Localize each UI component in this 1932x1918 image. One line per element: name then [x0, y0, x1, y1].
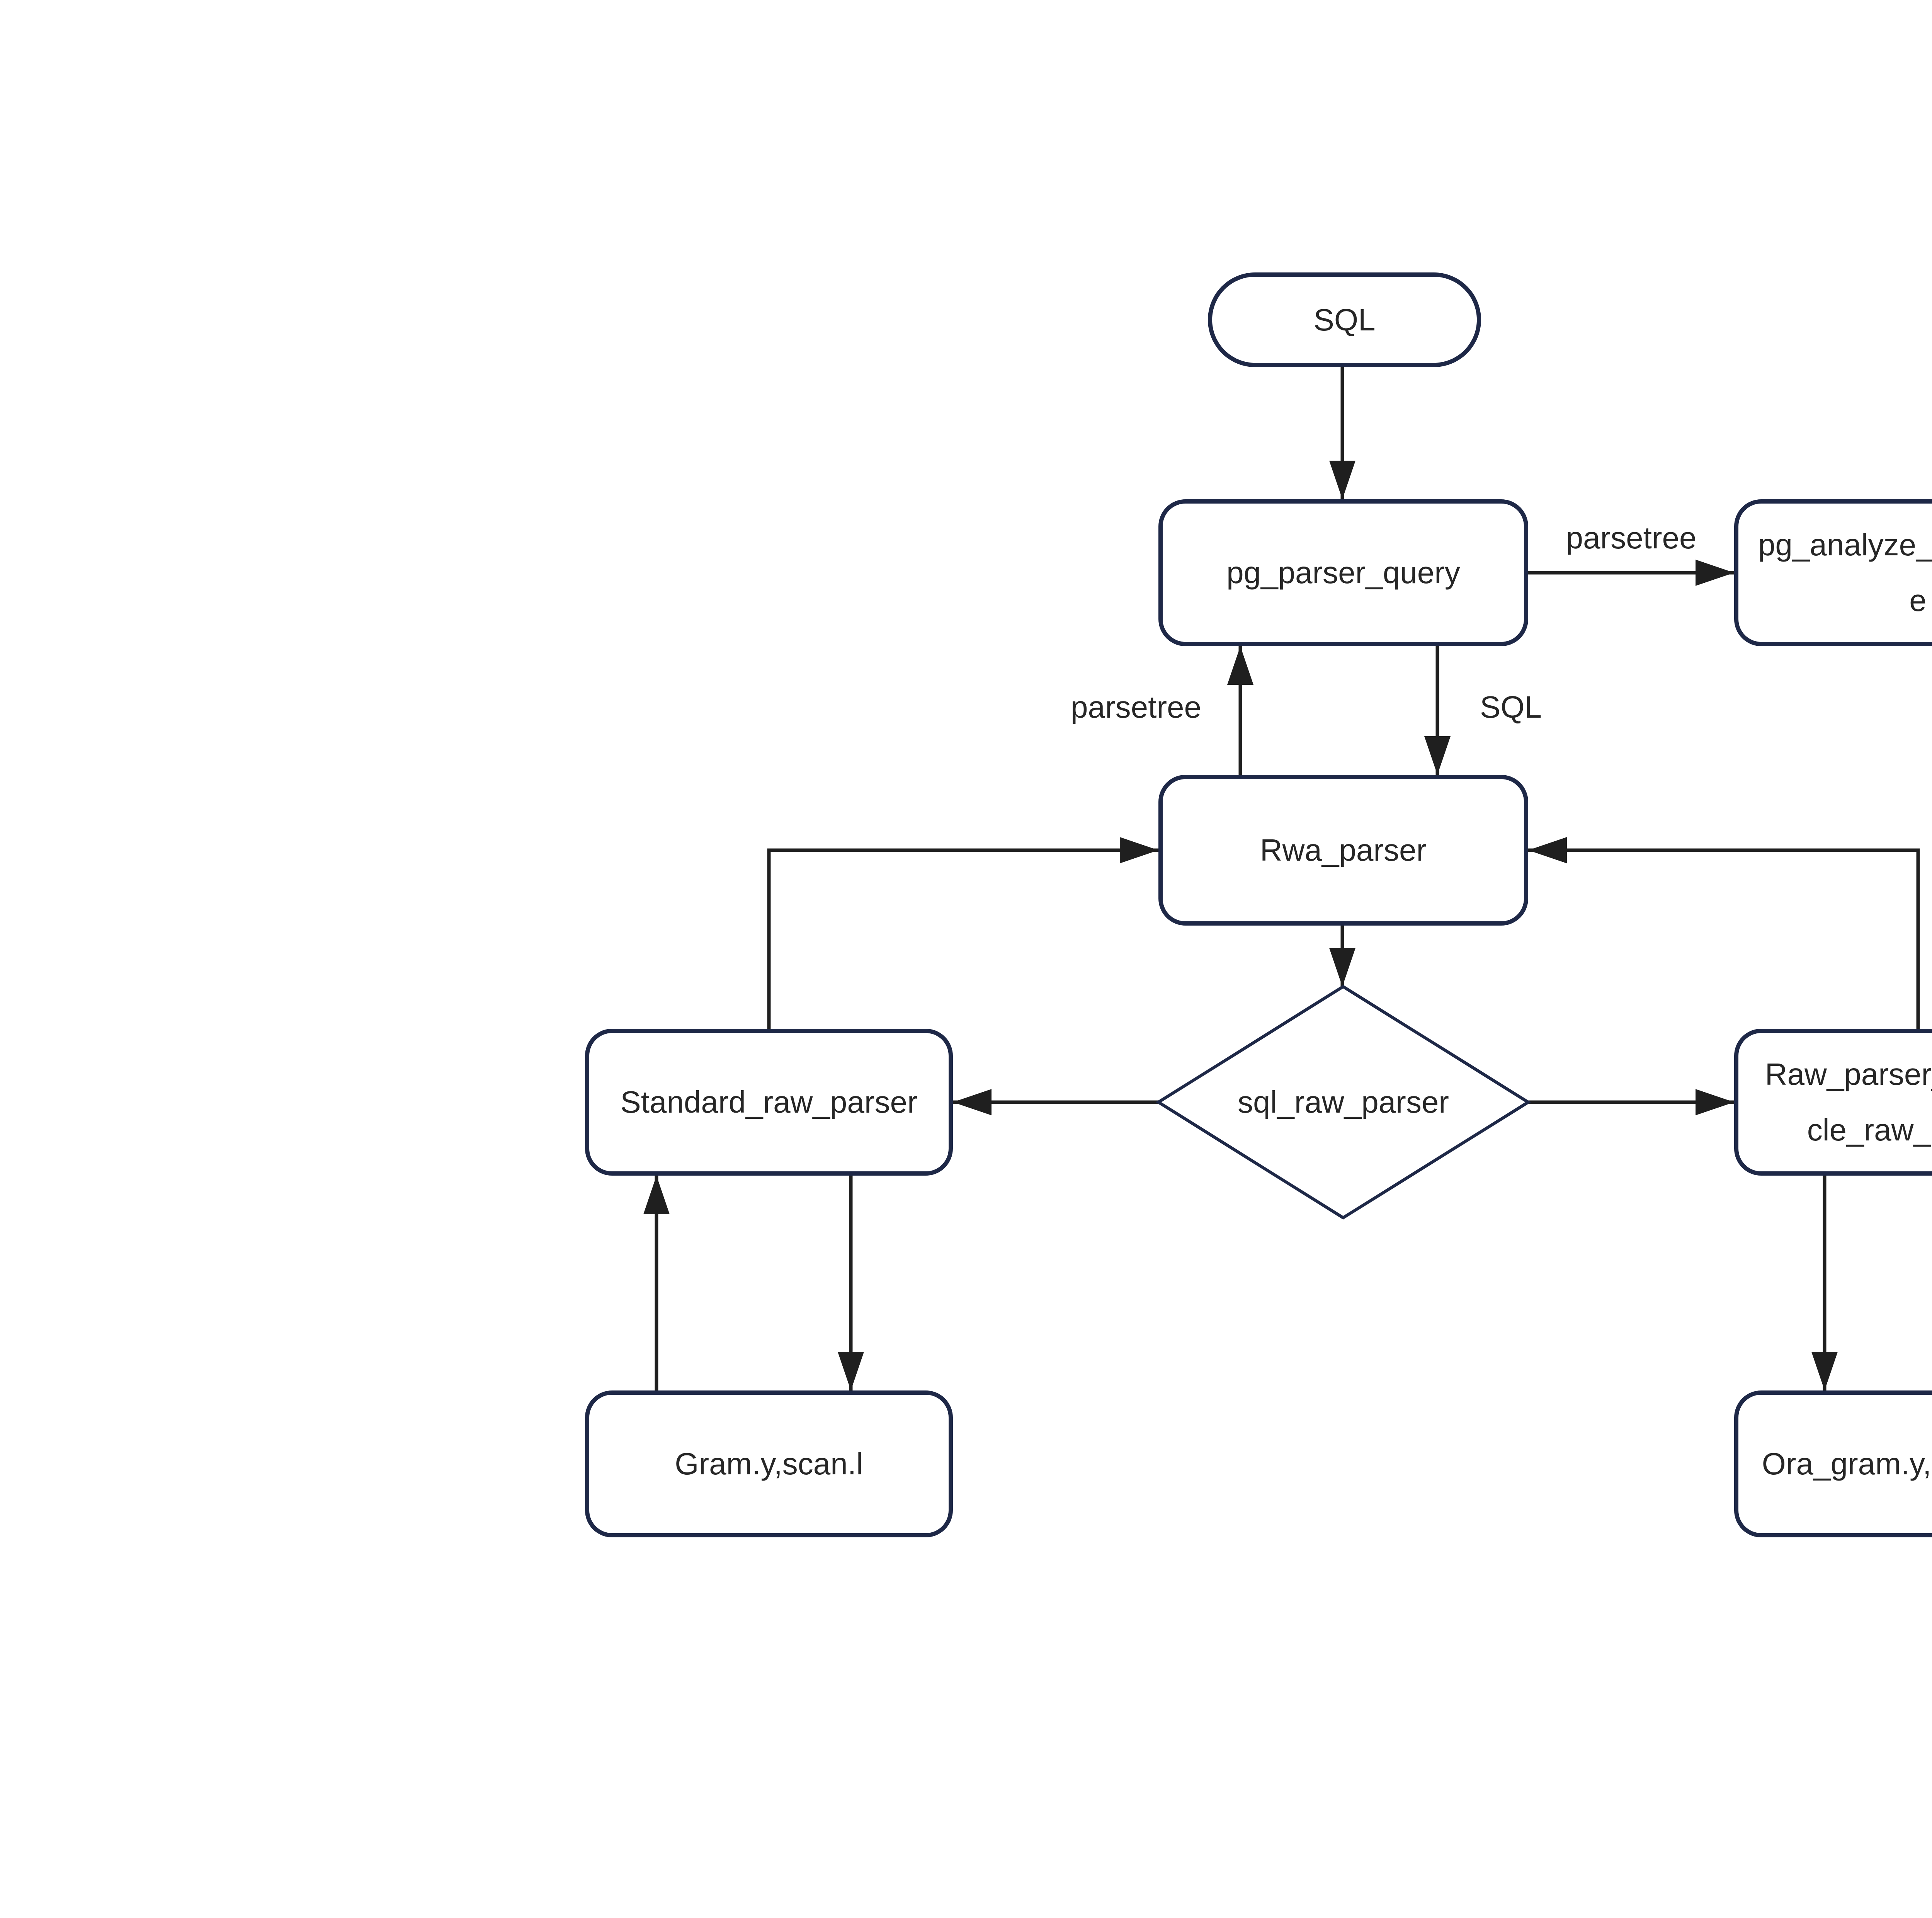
node-rwa-parser: Rwa_parser — [1158, 775, 1528, 926]
node-raw-parser-hook-label: Raw_parser_hook(oracle_raw_parser) — [1765, 1057, 1932, 1147]
edge-standard-raw-parser-to-rwa-parser — [767, 837, 1158, 1029]
edge-raw-parser-hook-to-rwa-parser — [1528, 837, 1920, 1029]
node-pg-analyze-and-rewrite: pg_analyze_and_rewrite — [1734, 499, 1932, 646]
node-sql-raw-parser-shape — [1155, 985, 1531, 1220]
node-ora-gram-scan-label: Ora_gram.y,ora_scan.l — [1762, 1447, 1932, 1481]
node-pg-analyze-and-rewrite-label: pg_analyze_and_rewrite — [1758, 528, 1932, 618]
node-standard-raw-parser: Standard_raw_parser — [585, 1029, 953, 1176]
node-sql-raw-parser-label: sql_raw_parser — [1238, 1085, 1449, 1119]
node-sql-raw-parser: sql_raw_parser — [1158, 987, 1528, 1218]
node-gram-scan-label: Gram.y,scan.l — [675, 1447, 863, 1481]
edge-label-sql-mid: SQL — [1480, 690, 1542, 724]
edge-label-parsetree-top: parsetree — [1566, 521, 1697, 555]
node-pg-parser-query: pg_parser_query — [1158, 499, 1528, 646]
node-pg-parser-query-label: pg_parser_query — [1226, 555, 1460, 590]
edge-label-parsetree-mid: parsetree — [1071, 690, 1201, 724]
node-ora-gram-scan: Ora_gram.y,ora_scan.l — [1734, 1390, 1932, 1537]
node-sql-start-label: SQL — [1313, 302, 1376, 337]
node-gram-scan: Gram.y,scan.l — [585, 1390, 953, 1537]
node-sql-start: SQL — [1208, 272, 1481, 367]
node-rwa-parser-label: Rwa_parser — [1260, 833, 1427, 867]
node-raw-parser-hook: Raw_parser_hook(oracle_raw_parser) — [1734, 1029, 1932, 1176]
node-standard-raw-parser-label: Standard_raw_parser — [620, 1085, 918, 1119]
